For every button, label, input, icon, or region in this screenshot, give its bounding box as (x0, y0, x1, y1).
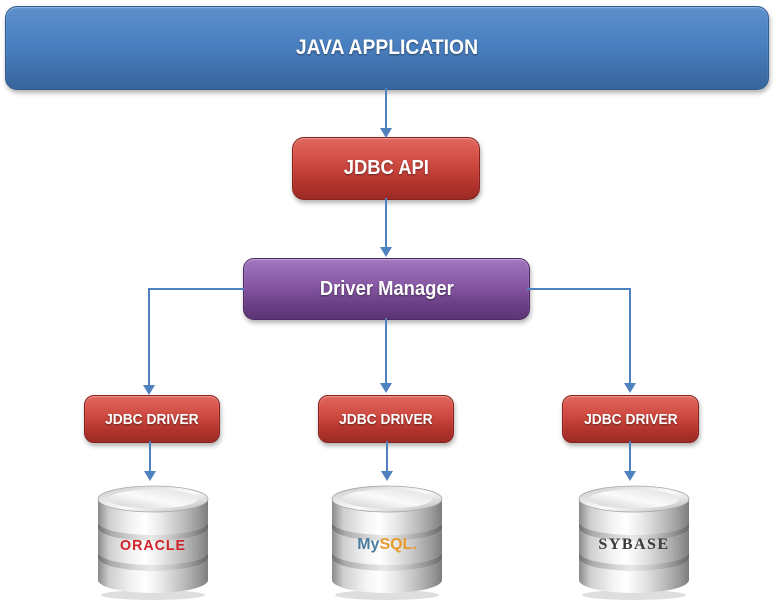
arrow-manager-to-driver-center (385, 318, 387, 383)
jdbc-driver-label: JDBC DRIVER (583, 410, 678, 428)
jdbc-driver-label: JDBC DRIVER (339, 410, 433, 428)
arrow-manager-to-driver-left (148, 288, 150, 385)
arrowhead-down-icon (143, 385, 155, 395)
arrow-driver-to-mysql (386, 441, 388, 471)
oracle-logo: ORACLE (120, 536, 186, 554)
database-cylinder-icon (97, 485, 209, 600)
oracle-database: ORACLE (93, 484, 213, 602)
database-cylinder-icon (331, 485, 443, 600)
java-application-label: JAVA APPLICATION (295, 36, 479, 59)
jdbc-api-node: JDBC API (292, 137, 480, 200)
arrowhead-down-icon (624, 383, 636, 393)
arrowhead-down-icon (380, 383, 392, 393)
branch-line-left (148, 288, 244, 290)
jdbc-driver-label: JDBC DRIVER (105, 410, 199, 428)
driver-manager-node: Driver Manager (243, 258, 530, 320)
arrowhead-down-icon (624, 471, 636, 481)
jdbc-api-label: JDBC API (343, 157, 429, 179)
branch-line-right (527, 288, 630, 290)
arrow-api-to-manager (385, 198, 387, 247)
database-cylinder-icon (578, 485, 690, 600)
java-application-node: JAVA APPLICATION (5, 6, 769, 90)
arrowhead-down-icon (381, 471, 393, 481)
mysql-logo-my: My (357, 536, 380, 553)
mysql-logo-sql: SQL. (379, 536, 417, 553)
arrowhead-down-icon (380, 247, 392, 257)
driver-manager-label: Driver Manager (319, 277, 454, 300)
sybase-logo: SYBASE (598, 536, 670, 553)
arrow-java-to-api (385, 88, 387, 128)
jdbc-driver-node-center: JDBC DRIVER (318, 395, 454, 443)
jdbc-driver-node-left: JDBC DRIVER (84, 395, 220, 443)
arrowhead-down-icon (144, 471, 156, 481)
arrow-driver-to-sybase (629, 441, 631, 471)
jdbc-driver-node-right: JDBC DRIVER (562, 395, 699, 443)
arrow-manager-to-driver-right (629, 288, 631, 383)
sybase-database: SYBASE (574, 484, 694, 602)
arrowhead-down-icon (380, 128, 392, 138)
arrow-driver-to-oracle (149, 441, 151, 471)
